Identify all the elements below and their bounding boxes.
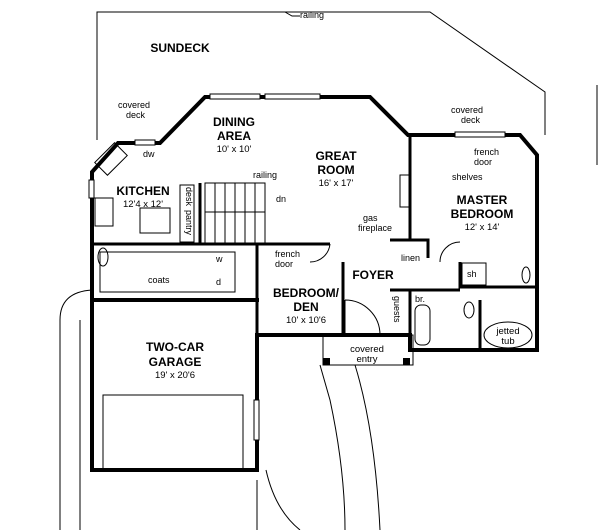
- covered-entry-label: covered: [350, 344, 384, 355]
- bath-wall: [458, 262, 537, 289]
- window: [134, 139, 156, 146]
- railing-label: railing: [300, 10, 324, 20]
- dining-size: 10' x 10': [217, 144, 252, 155]
- railing-leader: [284, 11, 300, 17]
- french-door-label: door: [474, 157, 492, 167]
- driveway-edge: [265, 469, 301, 530]
- linen-wall: [390, 238, 430, 258]
- dining-label: AREA: [217, 129, 251, 143]
- kitchen-size: 12'4 x 12': [123, 199, 163, 210]
- front-door[interactable]: [344, 299, 381, 336]
- covered-deck-label: deck: [461, 115, 481, 125]
- sink-icon: [463, 301, 475, 319]
- railing-label: railing: [253, 170, 277, 180]
- master-label: MASTER: [457, 193, 508, 207]
- guests-closet-label: guests: [392, 296, 402, 323]
- shower: [461, 262, 487, 286]
- garage-door[interactable]: [102, 394, 244, 471]
- desk-pantry: [179, 184, 195, 243]
- master-size: 12' x 14': [465, 222, 500, 233]
- foyer-label: FOYER: [352, 268, 394, 282]
- den-label: BEDROOM/: [273, 286, 340, 300]
- great-room-label: GREAT: [315, 149, 357, 163]
- covered-entry-label: entry: [356, 354, 377, 365]
- sink: [94, 142, 128, 176]
- down-label: dn: [276, 194, 286, 204]
- coats-label: coats: [148, 275, 170, 285]
- driveway-edge: [59, 289, 93, 530]
- gas-fireplace-label: fireplace: [358, 223, 392, 233]
- jetted-tub-icon: [483, 321, 533, 349]
- walkway-edge: [354, 364, 381, 530]
- covered-deck-label: deck: [126, 110, 146, 120]
- master-door[interactable]: [439, 241, 461, 263]
- bathtub: [414, 304, 431, 346]
- garage-label: TWO-CAR: [146, 340, 204, 354]
- sink-icon: [521, 266, 531, 284]
- linen-label: linen: [401, 253, 420, 263]
- window: [209, 93, 261, 100]
- garage-size: 19' x 20'6: [155, 370, 195, 381]
- laundry-tile: [99, 251, 236, 293]
- garage-side-window: [253, 399, 260, 441]
- fireplace-icon: [399, 174, 411, 208]
- fridge: [139, 207, 171, 234]
- window: [264, 93, 321, 100]
- post: [323, 358, 330, 365]
- gas-fireplace-label: gas: [363, 213, 378, 223]
- desk-label: desk: [184, 187, 194, 207]
- post: [403, 358, 410, 365]
- sundeck-railing: [96, 11, 546, 140]
- dining-label: DINING: [213, 115, 255, 129]
- exterior-wall: [90, 95, 539, 352]
- great-room-size: 16' x 17': [319, 178, 354, 189]
- garage-wall: [90, 298, 347, 472]
- great-room-label: ROOM: [317, 163, 354, 177]
- sundeck-label: SUNDECK: [150, 41, 210, 55]
- master-label: BEDROOM: [451, 207, 514, 221]
- pantry-label: pantry: [184, 210, 194, 236]
- window: [88, 179, 95, 199]
- den-label: DEN: [293, 300, 318, 314]
- jetted-tub-label: tub: [501, 336, 514, 347]
- washer-label: w: [215, 254, 223, 264]
- dishwasher-label: dw: [143, 149, 155, 159]
- jetted-tub-label: jetted: [495, 326, 519, 337]
- covered-deck-label: covered: [118, 100, 150, 110]
- shower-label: sh: [467, 269, 477, 279]
- staircase[interactable]: [204, 182, 266, 245]
- covered-entry-porch: [322, 334, 414, 366]
- stove: [94, 197, 114, 227]
- bathroom-label: br.: [415, 294, 425, 304]
- den-french-door[interactable]: [309, 243, 331, 263]
- french-door-label: french: [474, 147, 499, 157]
- sink-icon: [97, 247, 109, 267]
- covered-deck-label: covered: [451, 105, 483, 115]
- dryer-label: d: [216, 277, 221, 287]
- garage-label: GARAGE: [149, 355, 202, 369]
- den-size: 10' x 10'6: [286, 315, 326, 326]
- french-door-label: door: [275, 259, 293, 269]
- walkway-edge: [319, 364, 346, 530]
- french-door-label: french: [275, 249, 300, 259]
- kitchen-label: KITCHEN: [116, 184, 169, 198]
- window: [454, 131, 506, 138]
- shelves-label: shelves: [452, 172, 483, 182]
